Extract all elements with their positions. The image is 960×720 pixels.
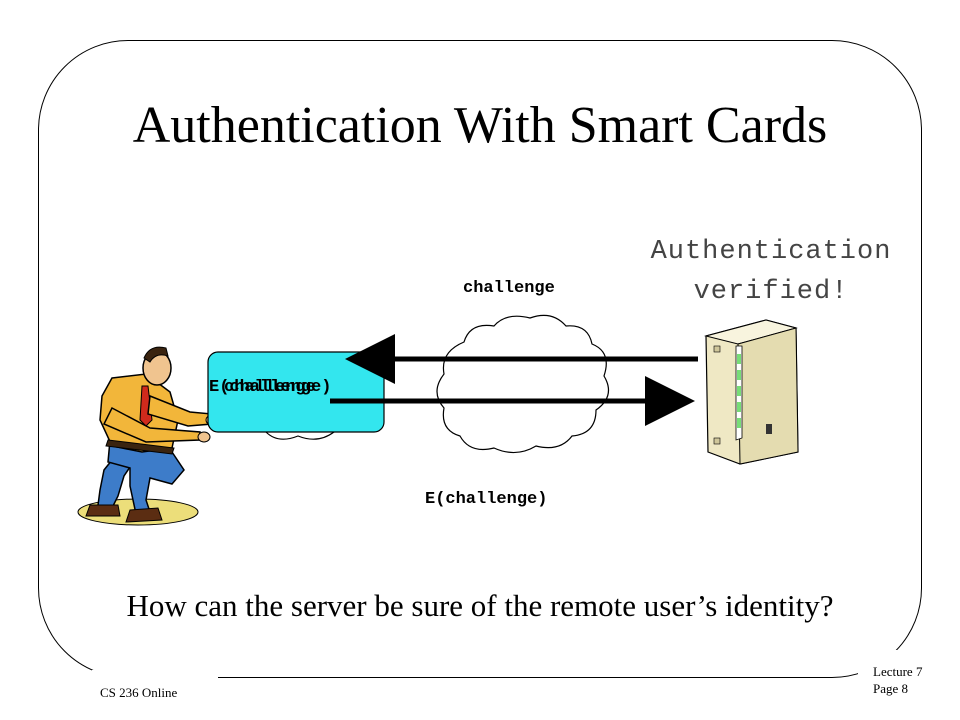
slide-title: Authentication With Smart Cards: [132, 97, 828, 154]
slide-frame: [38, 40, 922, 678]
network-cloud-icon: [436, 314, 610, 454]
footer-lecture-page: Lecture 7 Page 8: [873, 663, 922, 697]
response-label: E(challenge): [425, 490, 548, 509]
user-icon: [85, 346, 219, 523]
card-challenge-text: challenge: [224, 378, 316, 397]
footer-lecture: Lecture 7: [873, 664, 923, 679]
footer-page: Page 8: [873, 681, 909, 696]
footer-gap-left: [92, 670, 218, 686]
verified-line-1: Authentication: [650, 237, 892, 267]
card-response-text: E(challenge): [209, 378, 332, 397]
footer-gap-right: [858, 650, 928, 698]
verified-line-2: verified!: [693, 277, 849, 307]
slide-question: How can the server be sure of the remote…: [126, 588, 834, 623]
smart-card: [207, 351, 385, 433]
footer-course: CS 236 Online: [100, 685, 178, 700]
challenge-label: challenge: [463, 279, 555, 298]
verified-message: Authentication verified!: [628, 232, 914, 312]
server-icon: [704, 319, 799, 465]
